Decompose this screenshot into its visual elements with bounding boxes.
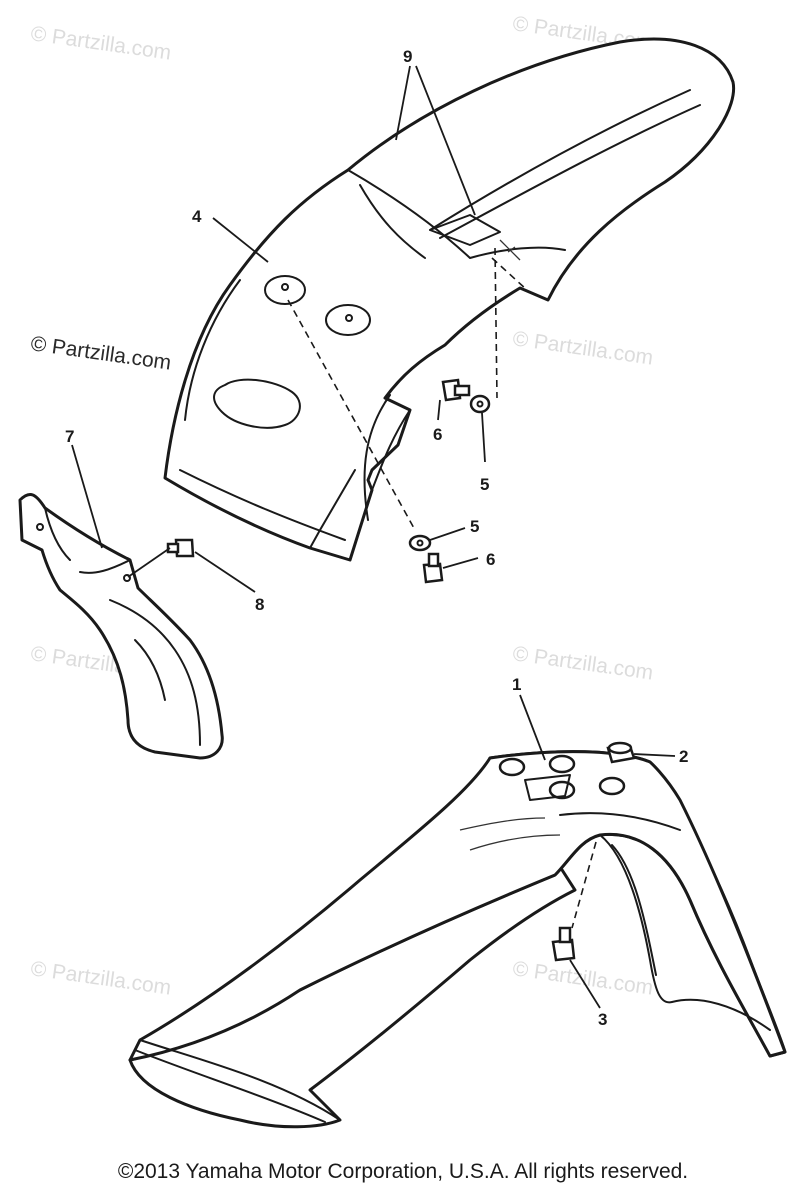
screw-3 [551,926,576,962]
lower-front-fender [128,750,787,1129]
leader-line [442,557,479,569]
alignment-line [491,257,528,291]
callout-7: 7 [65,427,74,446]
callout-5: 5 [470,517,479,536]
leader-line [127,547,171,578]
watermark: © Partzilla.com [29,22,172,64]
callout-9: 9 [403,47,412,66]
callout-2: 2 [679,747,688,766]
leader-line [633,753,676,757]
callout-5: 5 [480,475,489,494]
leader-line [71,444,103,549]
leader-line [429,527,466,541]
alignment-line [571,841,597,929]
washer-5-upper [469,394,491,414]
leader-line [481,412,486,463]
watermark: © Partzilla.com [511,642,654,684]
callout-3: 3 [598,1010,607,1029]
screw-6-upper [441,378,471,402]
callout-1: 1 [512,675,521,694]
watermark: © Partzilla.com [29,332,172,374]
leader-line [212,217,269,263]
alignment-line [287,299,416,531]
screw-6-lower [422,552,444,584]
watermark: © Partzilla.com [511,327,654,369]
callout-6: 6 [433,425,442,444]
leader-line [437,399,441,421]
alignment-line [494,247,498,399]
upper-front-fender [163,37,736,562]
leader-line [415,65,476,216]
washer-5-lower [408,534,432,552]
nut-2 [606,741,636,764]
callout-6: 6 [486,550,495,569]
callout-8: 8 [255,595,264,614]
watermark: © Partzilla.com [511,957,654,999]
callout-4: 4 [192,207,202,226]
copyright-footer: ©2013 Yamaha Motor Corporation, U.S.A. A… [117,1160,689,1183]
screw-8 [166,538,195,558]
mud-guard [18,492,224,760]
leader-line [194,551,256,593]
leader-line [519,694,546,761]
watermark: © Partzilla.com [29,957,172,999]
leader-line [569,959,601,1009]
leader-line [395,65,411,141]
